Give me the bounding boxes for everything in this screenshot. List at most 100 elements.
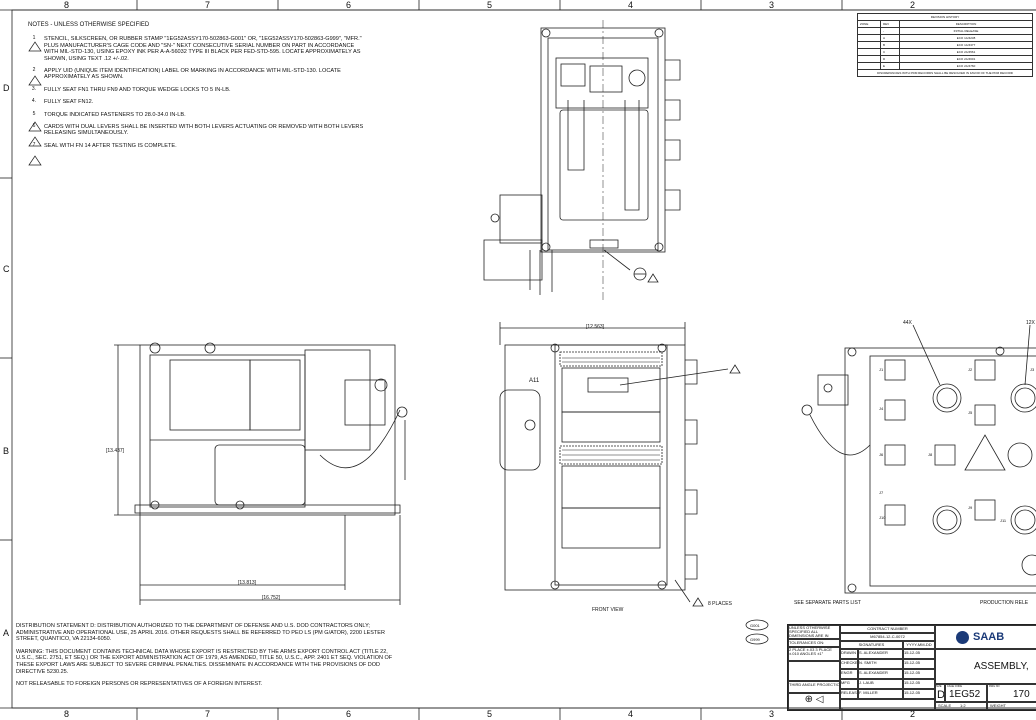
weight-label: WEIGHT xyxy=(990,703,1006,708)
zone-label: 7 xyxy=(205,0,211,10)
revision-rev: B xyxy=(880,41,900,49)
revision-zone xyxy=(857,27,881,35)
connector-label: J10 xyxy=(879,515,886,520)
note-item: 2 APPLY UID (UNIQUE ITEM IDENTIFICATION)… xyxy=(28,67,368,81)
cage-cell: CAGE CODE 1EG52 xyxy=(945,684,987,702)
sign-date: 15-12-05 xyxy=(903,679,935,689)
connector-label: J7 xyxy=(879,490,884,495)
table-row: -INITIAL RELEASE xyxy=(857,27,1033,35)
size-cell: SIZE D xyxy=(935,684,945,702)
general-notes: NOTES - UNLESS OTHERWISE SPECIFIED 1 STE… xyxy=(28,22,368,155)
signatures-label: SIGNATURES xyxy=(840,641,903,649)
revision-desc: ECO 2A/4601 xyxy=(899,55,1033,63)
role-label: DRAWN xyxy=(840,649,858,659)
zone-label: 5 xyxy=(487,709,493,719)
revision-rev: D xyxy=(880,55,900,63)
zone-markers-bottom: 8 7 6 5 4 3 2 xyxy=(0,709,1036,719)
zone-label: 6 xyxy=(346,0,352,10)
role-label: ENGR xyxy=(840,669,858,679)
revision-desc: INITIAL RELEASE xyxy=(899,27,1033,35)
zone-row-label: D xyxy=(3,83,10,93)
note-item: 6 CARDS WITH DUAL LEVERS SHALL BE INSERT… xyxy=(28,123,368,137)
zone-row-label: B xyxy=(3,446,10,456)
tolerances-label: TOLERANCES ON: xyxy=(788,639,840,647)
drawing-number-cell: DWG NO 170 xyxy=(987,684,1036,702)
places-callout: 8 PLACES xyxy=(708,601,732,607)
revision-rev: - xyxy=(880,27,900,35)
material-block xyxy=(788,661,840,681)
revision-desc: ECO 1A/4377 xyxy=(899,41,1033,49)
title-block: UNLESS OTHERWISE SPECIFIED ALL DIMENSION… xyxy=(787,624,1036,711)
revision-header: DESCRIPTION xyxy=(899,20,1033,28)
note-item: 4. FULLY SEAT FN12. xyxy=(28,98,368,105)
note-text: APPLY UID (UNIQUE ITEM IDENTIFICATION) L… xyxy=(44,68,341,81)
callout-12x: 12X xyxy=(1026,320,1035,326)
note-text: SEAL WITH FN 14 AFTER TESTING IS COMPLET… xyxy=(44,142,177,149)
zone-label: 4 xyxy=(628,709,634,719)
revision-title: REVISION HISTORY xyxy=(857,13,1033,21)
zone-label: 2 xyxy=(910,709,916,719)
notes-header: NOTES - UNLESS OTHERWISE SPECIFIED xyxy=(28,22,150,28)
dimension-width-inner: [13.813] xyxy=(238,580,257,586)
projection-icon: ⊕ ◁ xyxy=(788,693,840,710)
zone-label: 8 xyxy=(64,0,70,10)
note-flag-icon: 6 xyxy=(32,123,36,130)
signer-name: J. LAUB xyxy=(858,679,903,689)
connector-label: J4 xyxy=(879,406,884,411)
reference-designator: A11 xyxy=(529,378,540,384)
drawing-number: 170 xyxy=(1013,689,1030,700)
sign-date: 15-12-05 xyxy=(903,659,935,669)
revision-zone xyxy=(857,34,881,42)
note-item: 3. FULLY SEAT FN1 THRU FN9 AND TORQUE WE… xyxy=(28,86,368,93)
connector-label: J6 xyxy=(879,452,884,457)
zone-markers-top: 8 7 6 5 4 3 2 xyxy=(0,0,1036,10)
signer-name: F. MILLER xyxy=(858,689,903,699)
connector-label: J9 xyxy=(968,505,973,510)
connector-label: J1 xyxy=(879,367,884,372)
role-label: RELEASE xyxy=(840,689,858,699)
signer-name: S. ALEXANDER xyxy=(858,649,903,659)
company-name: SAAB xyxy=(973,631,1005,643)
sign-date: 15-12-05 xyxy=(903,669,935,679)
revision-footer: DISCREPANCIES WITH PDM RECORDS SHALL BE … xyxy=(857,69,1033,77)
size-label: SIZE xyxy=(936,685,942,688)
zone-label: 2 xyxy=(910,0,916,10)
callout-44x: 44X xyxy=(903,320,912,326)
note-item: 7 SEAL WITH FN 14 AFTER TESTING IS COMPL… xyxy=(28,142,368,149)
dimension-front-width: [12.563] xyxy=(586,324,605,330)
zone-label: 8 xyxy=(64,709,70,719)
zone-label: 7 xyxy=(205,709,211,719)
note-text: CARDS WITH DUAL LEVERS SHALL BE INSERTED… xyxy=(44,124,364,137)
dwg-label: DWG NO xyxy=(989,685,1000,688)
connector-label: J8 xyxy=(928,452,933,457)
connector-label: J2 xyxy=(968,367,973,372)
third-angle-label: THIRD ANGLE PROJECTION xyxy=(788,681,840,693)
note-item: 5 TORQUE INDICATED FASTENERS TO 28.0-34.… xyxy=(28,111,368,118)
zone-label: 5 xyxy=(487,0,493,10)
revision-rev: A xyxy=(880,34,900,42)
zone-label: 3 xyxy=(769,709,775,719)
dimension-height: [13.437] xyxy=(106,448,125,454)
front-view-label: FRONT VIEW xyxy=(592,607,624,613)
zone-label: 3 xyxy=(769,0,775,10)
note-text: STENCIL, SILKSCREEN, OR RUBBER STAMP "1E… xyxy=(44,36,362,62)
distribution-text: DISTRIBUTION STATEMENT D: DISTRIBUTION A… xyxy=(16,623,385,643)
weight-cell: WEIGHT xyxy=(987,702,1036,710)
foreign-release-text: NOT RELEASABLE TO FOREIGN PERSONS OR REP… xyxy=(16,681,263,688)
revision-desc: ECO 2A/4561 xyxy=(899,48,1033,56)
company-cell: SAAB xyxy=(935,625,1036,649)
note-text: FULLY SEAT FN1 THRU FN9 AND TORQUE WEDGE… xyxy=(44,86,231,93)
parts-list-note: SEE SEPARATE PARTS LIST xyxy=(794,600,861,606)
group-g999-label: G999 xyxy=(750,637,760,642)
revision-history-table: REVISION HISTORY ZONE REV DESCRIPTION -I… xyxy=(857,13,1033,77)
revision-zone xyxy=(857,55,881,63)
connector-label: J3 xyxy=(1030,367,1035,372)
revision-header: ZONE xyxy=(857,20,881,28)
note-flag-icon: 1 xyxy=(32,35,36,42)
sign-date: 15-12-05 xyxy=(903,649,935,659)
